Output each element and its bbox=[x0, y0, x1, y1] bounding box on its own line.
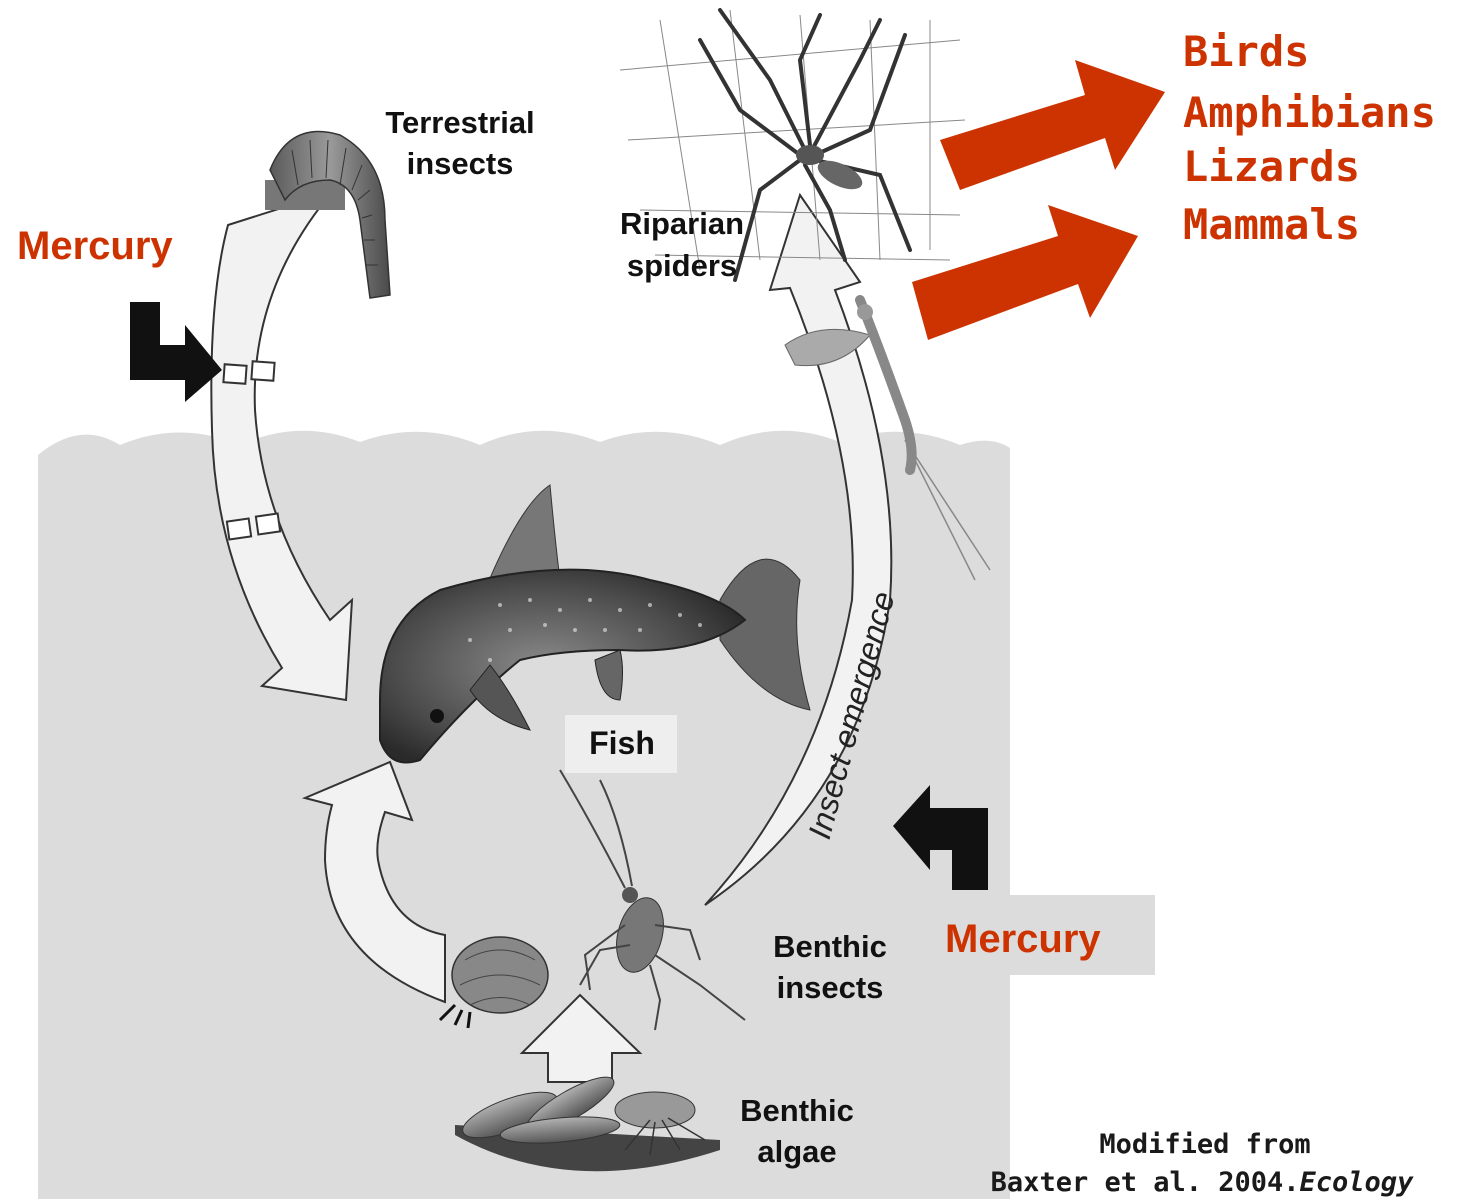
predator-arrow-upper-icon bbox=[940, 60, 1165, 190]
predator-item: Lizards bbox=[1183, 142, 1360, 191]
benthic-algae-label-line2: algae bbox=[757, 1134, 836, 1169]
terrestrial-insects-label-line2: insects bbox=[407, 146, 514, 181]
mercury-left-label: Mercury bbox=[17, 224, 173, 268]
benthic-algae-label-line1: Benthic bbox=[740, 1093, 854, 1128]
citation-line1: Modified from bbox=[1099, 1129, 1310, 1160]
benthic-insects-label-line2: insects bbox=[777, 970, 884, 1005]
citation-line2: Baxter et al. 2004.Ecology bbox=[991, 1167, 1414, 1198]
predator-item: Mammals bbox=[1183, 200, 1360, 249]
predator-item: Birds bbox=[1183, 27, 1309, 76]
riparian-spiders-label-line1: Riparian bbox=[620, 206, 744, 241]
riparian-spiders-label-line2: spiders bbox=[627, 248, 737, 283]
predator-list: Birds Amphibians Lizards Mammals bbox=[1183, 27, 1436, 249]
predator-item: Amphibians bbox=[1183, 88, 1436, 137]
spider-body bbox=[796, 145, 824, 165]
benthic-insects-label-line1: Benthic bbox=[773, 929, 887, 964]
fish-label: Fish bbox=[589, 725, 655, 761]
citation-authors: Baxter et al. 2004. bbox=[991, 1167, 1300, 1198]
mercury-right-label: Mercury bbox=[945, 917, 1101, 961]
citation-journal: Ecology bbox=[1300, 1167, 1415, 1198]
terrestrial-insects-label-line1: Terrestrial bbox=[385, 105, 534, 140]
predator-arrow-lower-icon bbox=[912, 205, 1138, 340]
mercury-left-arrow-icon bbox=[130, 302, 222, 402]
